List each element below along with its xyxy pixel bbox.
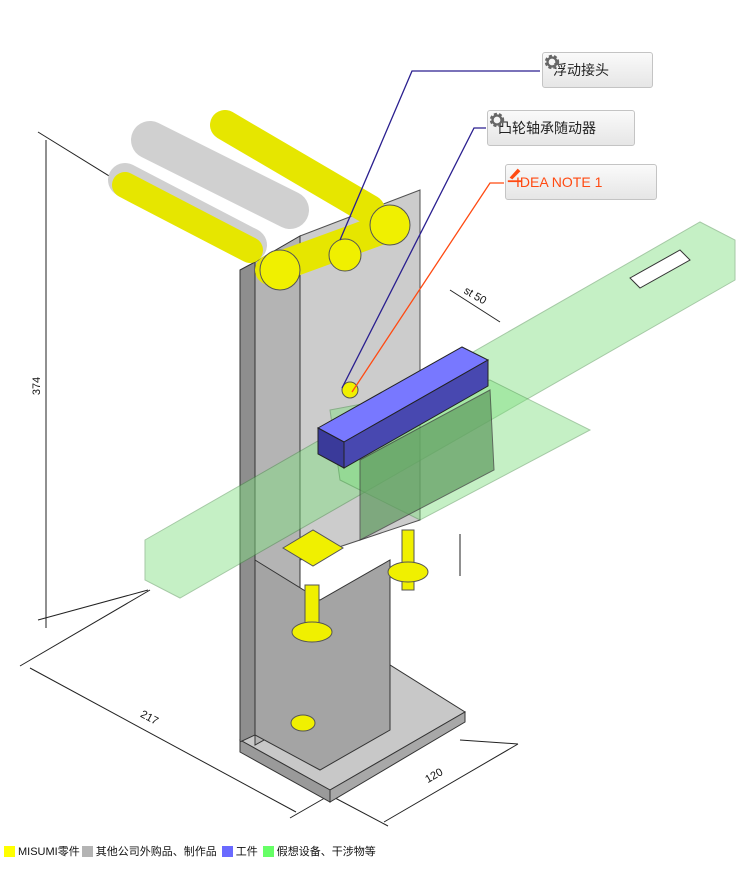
legend: MISUMI零件 其他公司外购品、制作品 工件 假想设备、干涉物等 <box>2 843 376 859</box>
legend-label: 其他公司外购品、制作品 <box>95 846 217 858</box>
legend-swatch-virtual <box>262 845 274 857</box>
callout-label: 凸轮轴承随动器 <box>498 120 596 136</box>
legend-label: 假想设备、干涉物等 <box>276 846 376 858</box>
callout-line-3 <box>351 182 504 393</box>
dimension-lines <box>19 131 519 827</box>
shaft-parts <box>282 529 429 732</box>
callout-label: IDEA NOTE 1 <box>516 174 603 190</box>
workpiece <box>316 346 495 541</box>
legend-swatch-misumi <box>4 845 15 857</box>
callout-label: 浮动接头 <box>553 62 609 78</box>
gear-icon <box>544 54 560 70</box>
legend-label: 工件 <box>235 846 258 858</box>
callout-cam-follower[interactable]: 凸轮轴承随动器 <box>487 110 635 146</box>
callout-floating-joint[interactable]: 浮动接头 <box>542 52 653 88</box>
legend-swatch-other <box>81 845 93 857</box>
legend-label: MISUMI零件 <box>18 846 80 858</box>
air-cylinders <box>108 110 411 399</box>
callout-line-2 <box>341 127 486 389</box>
callout-idea-note[interactable]: IDEA NOTE 1 <box>505 164 657 200</box>
callout-line-1 <box>339 70 540 241</box>
gear-icon <box>489 112 505 128</box>
pencil-icon <box>507 168 523 183</box>
legend-swatch-workpiece <box>221 845 233 857</box>
dimension-height: 374 <box>31 376 44 396</box>
direction-arrow-icon <box>629 249 691 289</box>
